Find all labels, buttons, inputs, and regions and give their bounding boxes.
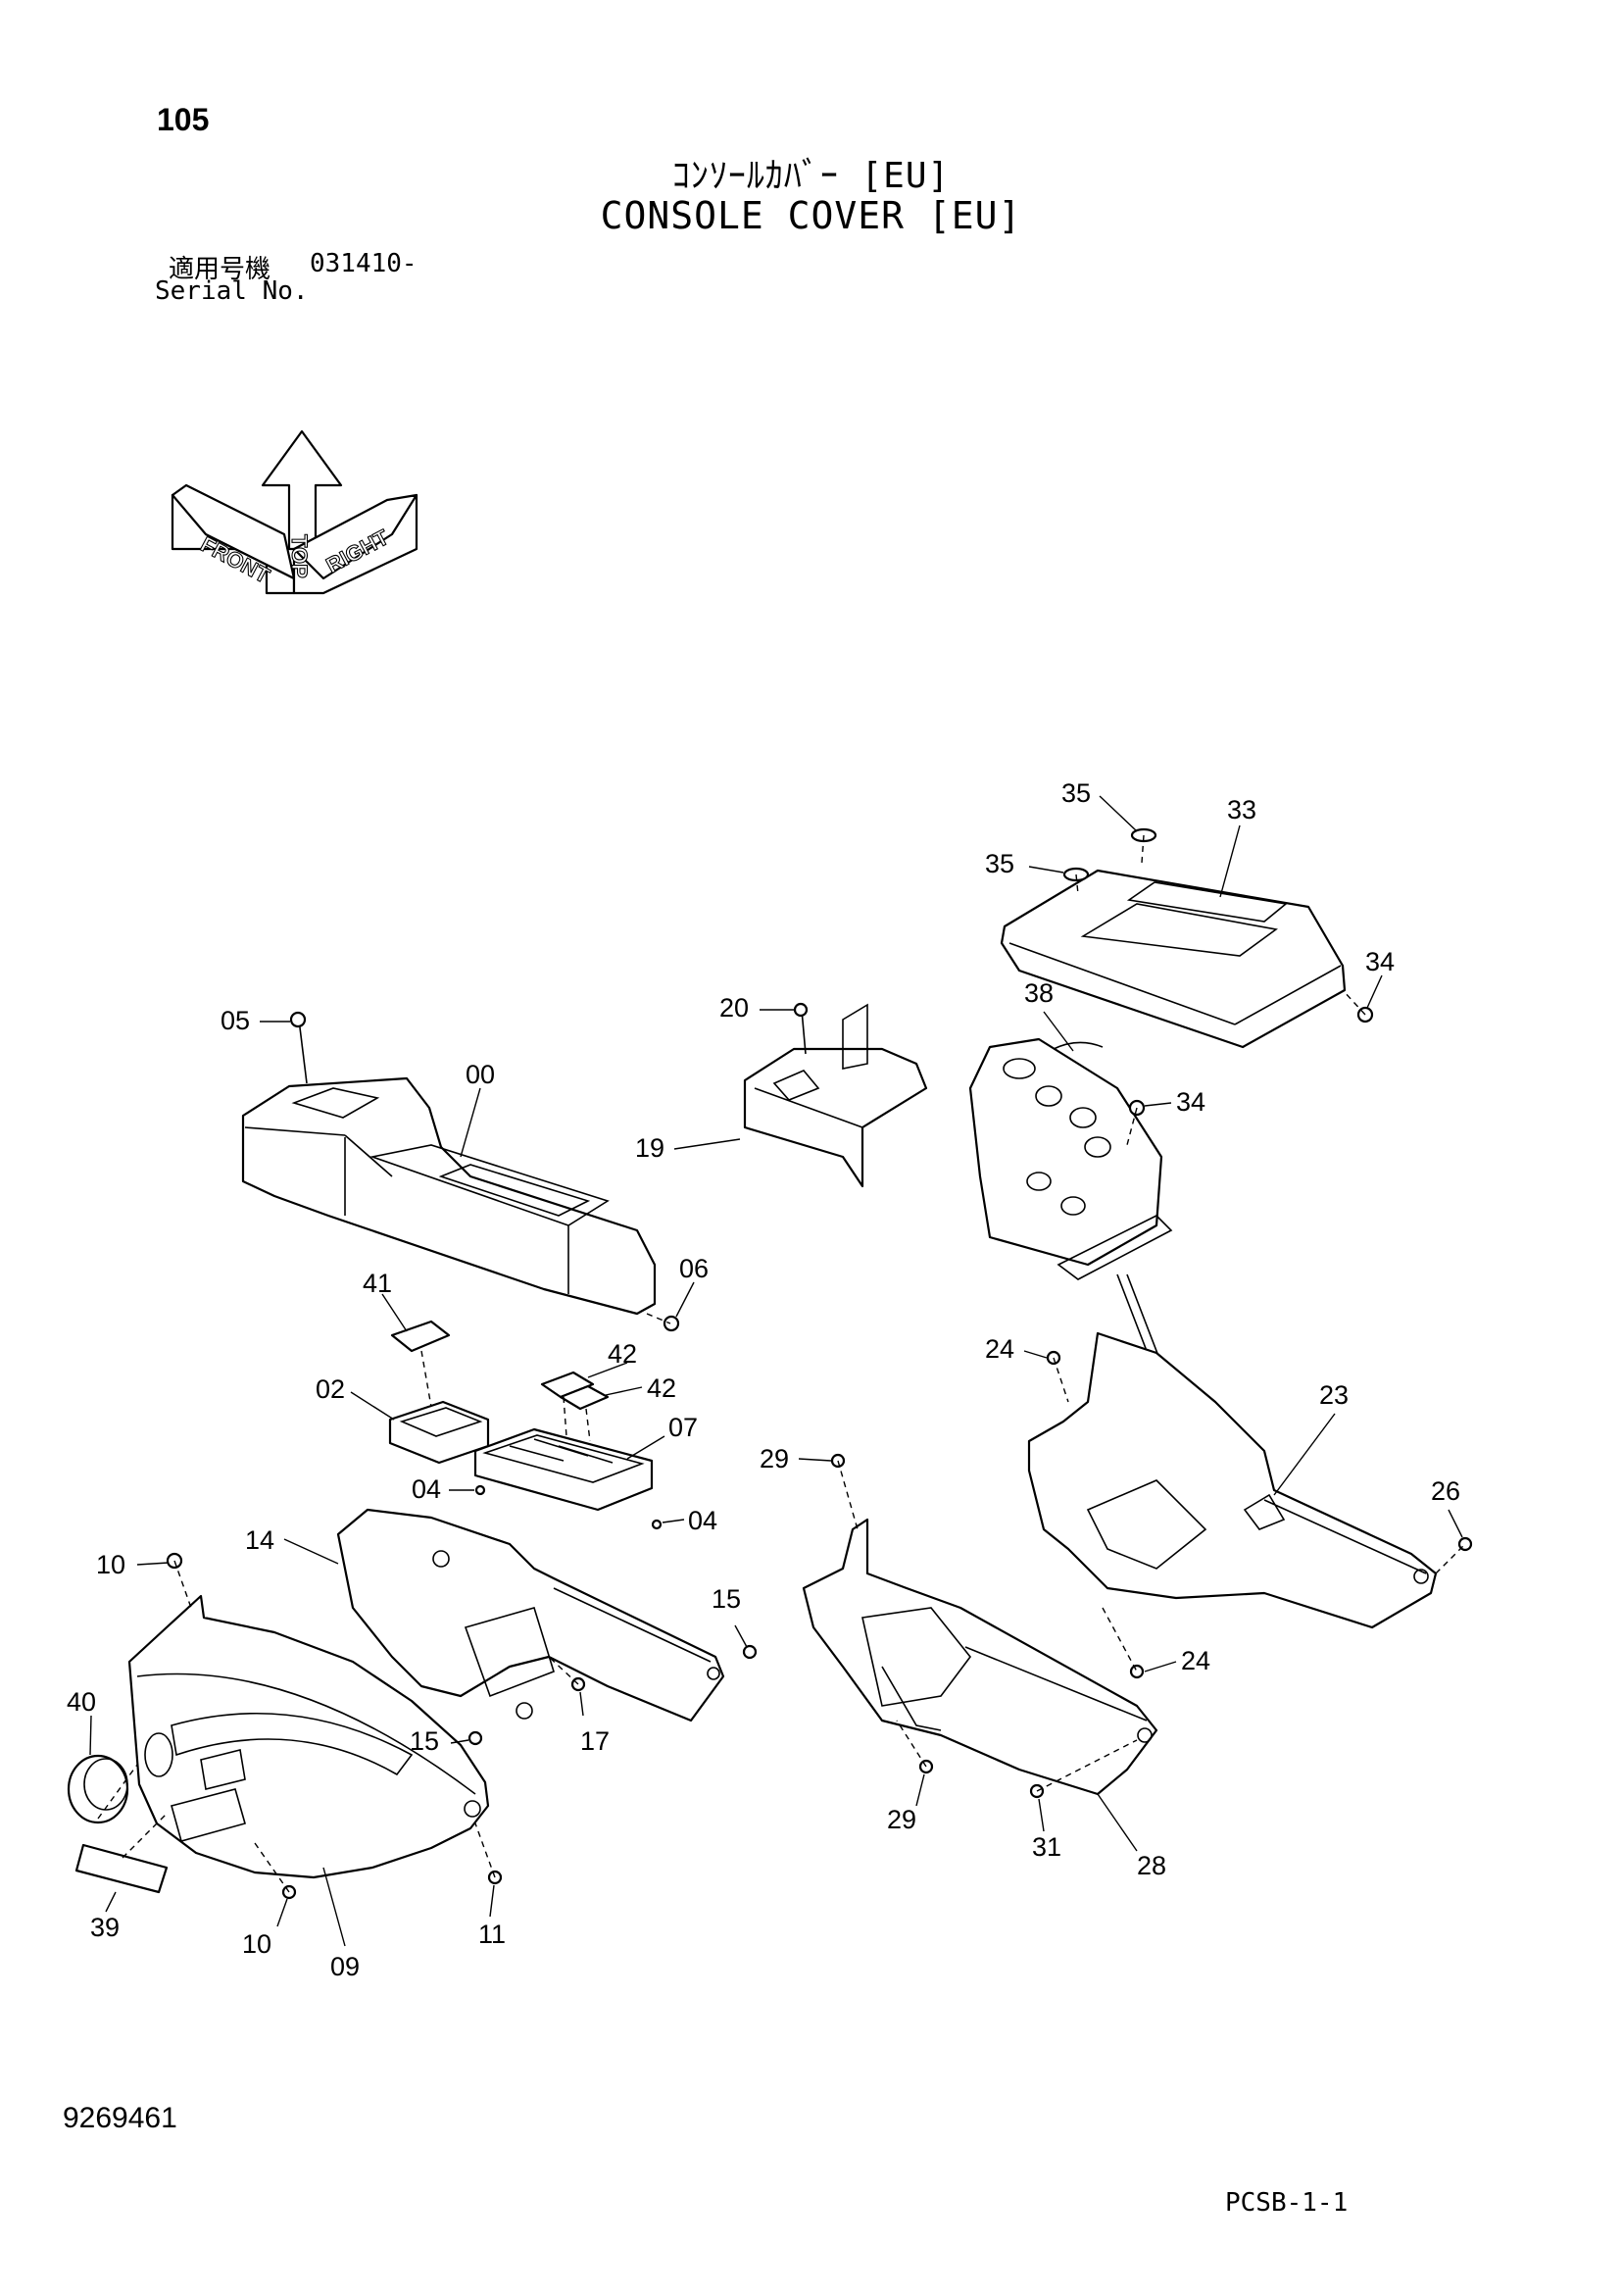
part-40-cap xyxy=(67,1754,129,1824)
callout-23: 23 xyxy=(1319,1380,1349,1410)
callout-35-lower: 35 xyxy=(985,849,1014,878)
callout-04-left: 04 xyxy=(412,1474,441,1504)
callout-07: 07 xyxy=(668,1413,698,1442)
serial-label-english: Serial No. xyxy=(155,276,309,306)
part-02-switch-block xyxy=(388,1400,490,1465)
callout-labels: 35 33 35 34 05 00 20 38 34 19 06 41 42 0… xyxy=(67,778,1460,1981)
callout-29-lower: 29 xyxy=(887,1805,916,1834)
page-number: 105 xyxy=(157,102,210,137)
callout-19: 19 xyxy=(635,1133,664,1163)
part-33-top-cover xyxy=(1000,869,1347,1049)
callout-10-lower: 10 xyxy=(242,1929,271,1959)
assembly-lines xyxy=(97,834,1466,1893)
callout-20: 20 xyxy=(719,993,749,1023)
title-japanese: ｺﾝｿｰﾙｶﾊﾞｰ [EU] xyxy=(671,156,951,196)
orientation-indicator: TOP FRONT RIGHT xyxy=(171,429,418,595)
callout-39: 39 xyxy=(90,1913,120,1942)
callout-34-lower: 34 xyxy=(1176,1087,1205,1117)
callout-28: 28 xyxy=(1137,1851,1166,1880)
callout-17: 17 xyxy=(580,1726,610,1756)
callout-35-upper: 35 xyxy=(1061,778,1091,808)
callout-26: 26 xyxy=(1431,1476,1460,1506)
part-23-right-cover xyxy=(1027,1331,1438,1629)
callout-11: 11 xyxy=(478,1920,506,1949)
serial-label-japanese: 適用号機 xyxy=(169,255,271,284)
part-19-bracket xyxy=(743,1003,928,1188)
callout-15-left: 15 xyxy=(410,1726,439,1756)
callout-33: 33 xyxy=(1227,795,1256,824)
callout-09: 09 xyxy=(330,1952,360,1981)
part-14-left-inner-cover xyxy=(336,1508,725,1722)
part-09-left-outer-cover xyxy=(127,1594,490,1879)
callout-41: 41 xyxy=(363,1269,392,1298)
callout-10-upper: 10 xyxy=(96,1550,125,1579)
callout-04-right: 04 xyxy=(688,1506,717,1535)
right-arrow-top xyxy=(292,493,418,580)
part-39-label-plate xyxy=(74,1843,169,1894)
callout-06: 06 xyxy=(679,1254,709,1283)
callout-02: 02 xyxy=(316,1374,345,1404)
callout-38: 38 xyxy=(1024,978,1054,1008)
callout-42-upper: 42 xyxy=(608,1339,637,1369)
callout-05: 05 xyxy=(221,1006,250,1035)
callout-40: 40 xyxy=(67,1687,96,1717)
title-english: CONSOLE COVER [EU] xyxy=(600,194,1022,237)
leader-lines xyxy=(89,795,1463,1947)
callout-24-upper: 24 xyxy=(985,1334,1014,1364)
part-00-console-body xyxy=(241,1076,657,1316)
callout-42-lower: 42 xyxy=(647,1373,676,1403)
part-42-caps xyxy=(540,1371,610,1411)
part-41-cap xyxy=(390,1320,451,1353)
document-number: 9269461 xyxy=(63,2102,177,2134)
part-07-switch-block xyxy=(473,1427,654,1512)
callout-00: 00 xyxy=(466,1060,495,1089)
part-28-right-inner-cover xyxy=(802,1518,1158,1796)
callout-29-upper: 29 xyxy=(760,1444,789,1473)
callout-14: 14 xyxy=(245,1525,274,1555)
page-code: PCSB-1-1 xyxy=(1225,2188,1349,2218)
callout-15-right: 15 xyxy=(712,1584,741,1614)
callout-34-upper: 34 xyxy=(1365,947,1395,976)
front-arrow-top xyxy=(171,483,296,580)
callout-24-lower: 24 xyxy=(1181,1646,1210,1675)
orientation-top-label: TOP xyxy=(287,534,312,578)
callout-31: 31 xyxy=(1032,1832,1061,1862)
serial-number-value: 031410- xyxy=(310,249,418,278)
